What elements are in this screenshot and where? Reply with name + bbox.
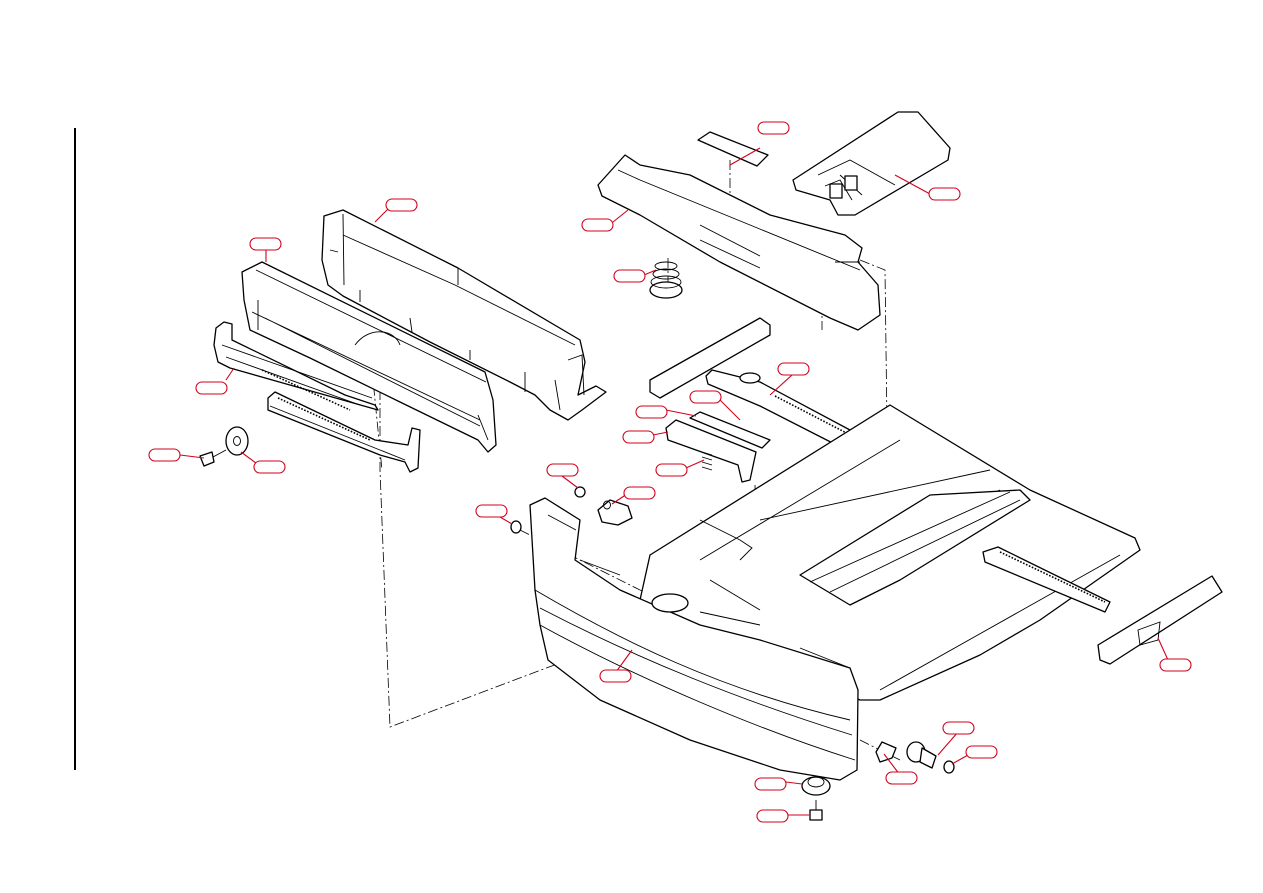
callout-balloon-c10 (689, 390, 722, 404)
callout-balloon-c20 (942, 721, 975, 735)
latch-tray (792, 111, 951, 216)
callout-balloon-c24 (756, 809, 789, 823)
front-pin (510, 520, 522, 534)
callouts (148, 121, 1192, 823)
callout-leader-c14 (685, 459, 705, 469)
gear-screw (199, 449, 227, 467)
pinion-gear (225, 426, 249, 456)
hinge-bracket (597, 499, 633, 526)
callout-leader-c10 (719, 399, 741, 421)
small-spring (701, 451, 713, 471)
callout-balloon-c15 (546, 463, 579, 477)
callout-balloon-c13 (253, 460, 286, 474)
callout-balloon-c08 (195, 381, 228, 395)
foot-pad (801, 776, 831, 796)
callout-leader-c03 (374, 208, 389, 223)
side-guide-frame (241, 261, 497, 453)
callout-balloon-c17 (475, 504, 508, 518)
callout-balloon-c16 (623, 486, 656, 500)
callout-leader-c11 (652, 431, 669, 436)
callout-leader-c23 (785, 781, 803, 785)
callout-leader-c12 (179, 454, 205, 459)
callout-balloon-c11 (622, 430, 655, 444)
coil-spring (649, 261, 683, 299)
callout-balloon-c23 (754, 777, 787, 791)
top-cover (597, 154, 881, 331)
callout-balloon-c04 (581, 218, 614, 232)
callout-balloon-c21 (965, 745, 998, 759)
callout-balloon-c05 (249, 237, 282, 251)
callout-leader-c02 (894, 174, 931, 195)
end-stopper (1097, 575, 1223, 665)
callout-balloon-c12 (148, 448, 181, 462)
callout-balloon-c02 (928, 187, 961, 201)
cover-clip (697, 131, 769, 167)
callout-leader-c18 (1157, 637, 1169, 661)
callout-leader-c06 (643, 269, 657, 276)
callout-leader-c20 (937, 731, 959, 756)
callout-leader-c04 (612, 209, 629, 223)
callout-balloon-c18 (1159, 658, 1192, 672)
callout-balloon-c09 (635, 405, 668, 419)
callout-leader-c19 (615, 649, 633, 673)
rear-cover (321, 209, 607, 421)
right-extension-rack (982, 546, 1111, 613)
callout-leader-c15 (561, 475, 579, 489)
callout-leader-c07 (769, 374, 793, 396)
side-bracket (875, 741, 897, 763)
pressure-bar (649, 317, 771, 399)
callout-leader-c17 (499, 516, 513, 525)
callout-balloon-c19 (599, 669, 632, 683)
cassette-front-body (529, 497, 859, 781)
callout-balloon-c06 (613, 269, 646, 283)
e-ring (574, 486, 586, 498)
damper-gear (906, 741, 937, 769)
left-rack-slider (213, 321, 379, 411)
callout-balloon-c14 (655, 463, 688, 477)
lift-lever (665, 419, 757, 483)
washer (943, 760, 955, 774)
callout-balloon-c03 (385, 198, 418, 212)
callout-leader-c09 (665, 409, 697, 417)
callout-balloon-c01 (757, 121, 790, 135)
callout-leader-c13 (240, 451, 257, 464)
callout-leader-c01 (729, 147, 761, 166)
foot-screw (809, 800, 823, 821)
callout-leader-c08 (225, 367, 235, 381)
lower-rack-slider (267, 391, 421, 473)
callout-leader-c21 (951, 754, 969, 765)
callout-balloon-c07 (777, 362, 810, 376)
callout-balloon-c22 (885, 771, 918, 785)
lever-link (689, 411, 771, 449)
